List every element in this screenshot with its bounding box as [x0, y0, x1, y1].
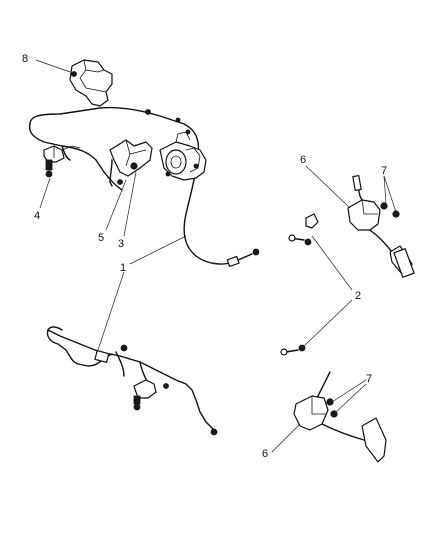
- callout-6-bottom: 6: [262, 448, 268, 460]
- part-1-cable-lower: [46, 326, 218, 436]
- callout-8: 8: [22, 53, 28, 65]
- part-5-bracket: [109, 139, 153, 185]
- callout-4: 4: [34, 210, 40, 222]
- part-2-fasteners: [280, 213, 319, 356]
- part-1-cable-upper: [28, 106, 260, 268]
- part-6-pedal-upper: [347, 174, 415, 278]
- part-8-reservoir: [69, 59, 113, 107]
- part-4-connector: [43, 145, 81, 178]
- part-3-actuator: [159, 131, 207, 181]
- part-6-pedal-lower: [293, 371, 387, 463]
- callout-7-bottom: 7: [366, 373, 372, 385]
- callout-6-top: 6: [300, 154, 306, 166]
- callout-3: 3: [118, 238, 124, 250]
- leader-lines: [35, 59, 397, 453]
- callout-2: 2: [355, 290, 361, 302]
- callout-7-top: 7: [381, 165, 387, 177]
- callout-5: 5: [98, 232, 104, 244]
- callout-1: 1: [120, 262, 126, 274]
